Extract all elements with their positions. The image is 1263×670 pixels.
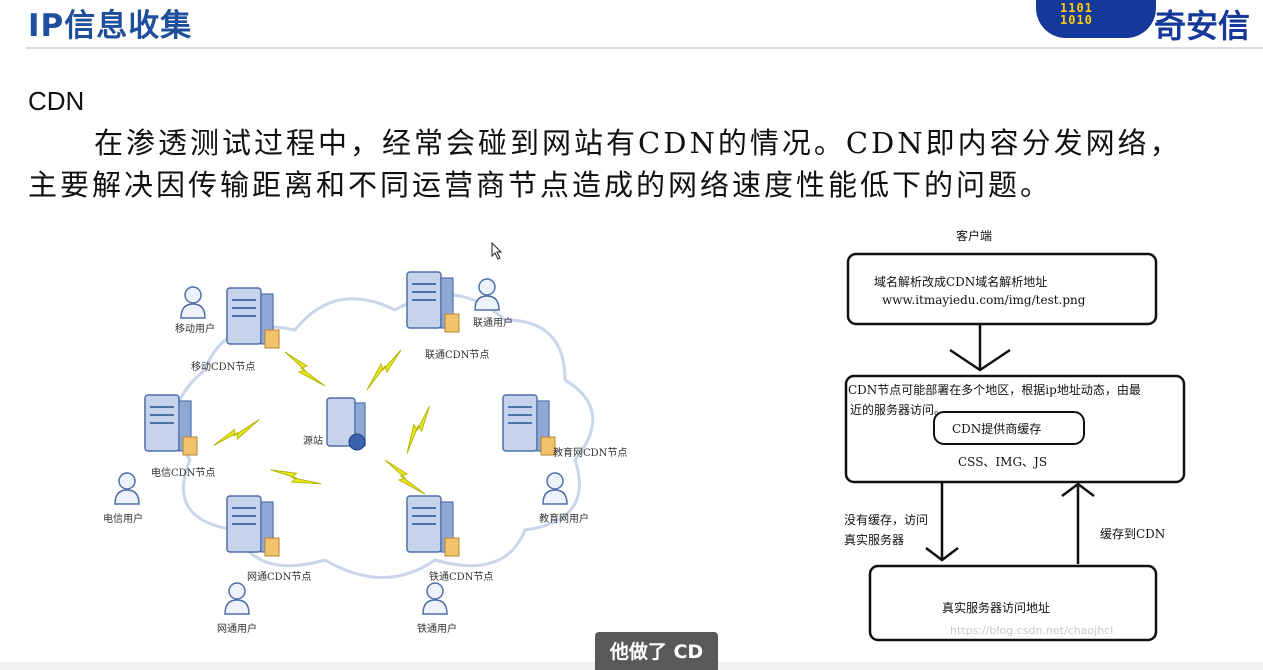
- origin-label: 源站: [303, 434, 323, 447]
- railway-user-label: 铁通用户: [417, 622, 457, 635]
- arrow-up-head: [1061, 482, 1095, 497]
- watermark: https://blog.csdn.net/chaojhcl: [950, 624, 1114, 637]
- railway-cdn-server-icon: [406, 495, 460, 557]
- subtitle-caption: 他做了 CD: [595, 632, 718, 670]
- logo-text: 奇安信: [1154, 7, 1251, 45]
- cache-box: [933, 411, 1085, 445]
- arrow-down-2-head: [925, 547, 959, 562]
- unicom-user-icon: [474, 278, 500, 311]
- lightning-icon: [270, 452, 322, 502]
- logo-bits: 1101 1010: [1060, 1, 1093, 27]
- lightning-icon: [284, 351, 326, 387]
- cdn-network-diagram: 移动用户 移动CDN节点 联通用户 联通CDN节点 电信CDN节点 电信用户 教…: [103, 271, 627, 635]
- dns-box-line2: www.itmayiedu.com/img/test.png: [882, 293, 1086, 307]
- client-label: 客户端: [956, 228, 992, 243]
- railway-cdn-label: 铁通CDN节点: [429, 570, 493, 583]
- dns-box-line1: 域名解析改成CDN域名解析地址: [874, 274, 1047, 289]
- miss-line2: 真实服务器: [844, 532, 904, 547]
- unicom-cdn-label: 联通CDN节点: [425, 349, 489, 361]
- edu-cdn-server-icon: [502, 394, 556, 456]
- mobile-user-icon: [180, 286, 206, 319]
- edu-user-icon: [542, 472, 568, 505]
- cache-back-label: 缓存到CDN: [1100, 527, 1165, 541]
- netcom-cdn-server-icon: [226, 495, 280, 557]
- origin-server-icon: [326, 397, 366, 451]
- lightning-icon: [396, 405, 441, 455]
- railway-user-icon: [422, 582, 448, 615]
- unicom-cdn-server-icon: [406, 271, 460, 333]
- qianxin-logo: 1101 1010 奇安信: [1036, 0, 1263, 45]
- mobile-cdn-server-icon: [226, 287, 280, 349]
- lightning-icon: [384, 459, 426, 495]
- mouse-cursor-icon: [491, 242, 503, 260]
- telecom-user-icon: [114, 472, 140, 505]
- section-title: CDN: [28, 86, 85, 116]
- page-title: IP信息收集: [28, 8, 193, 44]
- cdn-node-line2: 近的服务器访问。: [850, 402, 946, 417]
- edu-user-label: 教育网用户: [539, 512, 589, 525]
- netcom-user-label: 网通用户: [217, 622, 257, 635]
- mobile-cdn-label: 移动CDN节点: [191, 360, 255, 373]
- real-server-box: [868, 564, 1158, 642]
- real-server-label: 真实服务器访问地址: [942, 600, 1050, 615]
- netcom-user-icon: [224, 582, 250, 615]
- mobile-user-label: 移动用户: [175, 322, 215, 335]
- dns-box: [846, 252, 1158, 326]
- cdn-flow-diagram: 客户端 域名解析改成CDN域名解析地址 www.itmayiedu.com/im…: [844, 228, 1186, 642]
- cdn-node-line1: CDN节点可能部署在多个地区，根据ip地址动态，由最: [848, 382, 1141, 397]
- telecom-cdn-label: 电信CDN节点: [151, 466, 215, 479]
- unicom-user-label: 联通用户: [473, 316, 513, 329]
- cache-label: CDN提供商缓存: [952, 421, 1041, 436]
- header-divider: [26, 47, 1263, 49]
- arrow-down-1-head: [949, 348, 1011, 372]
- cache-types: CSS、IMG、JS: [958, 455, 1047, 469]
- miss-line1: 没有缓存，访问: [844, 512, 928, 527]
- telecom-cdn-server-icon: [144, 394, 198, 456]
- section-paragraph: 在渗透测试过程中，经常会碰到网站有CDN的情况。CDN即内容分发网络，主要解决因…: [28, 126, 1182, 202]
- logo-mark-icon: [1036, 0, 1156, 38]
- netcom-cdn-label: 网通CDN节点: [247, 571, 311, 583]
- lightning-icon: [366, 349, 402, 391]
- telecom-user-label: 电信用户: [103, 512, 143, 525]
- edu-cdn-label: 教育网CDN节点: [553, 446, 627, 459]
- lightning-icon: [213, 407, 260, 458]
